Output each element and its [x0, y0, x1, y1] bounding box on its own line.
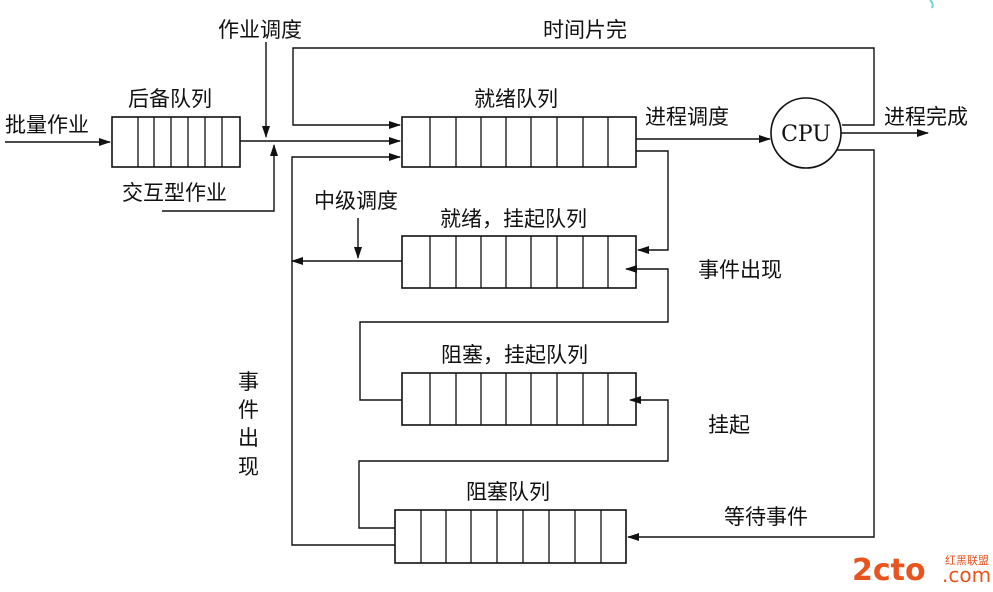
cpu-node: CPU — [770, 97, 842, 169]
ready-queue — [401, 116, 637, 168]
connectors — [5, 42, 929, 546]
svg-text:事: 事 — [238, 370, 259, 394]
process-scheduling-label: 进程调度 — [645, 105, 729, 129]
corner-accent — [929, 0, 934, 9]
backup-queue-label: 后备队列 — [128, 87, 212, 111]
blocked-queue-label: 阻塞队列 — [466, 480, 550, 504]
time-slice-label: 时间片完 — [543, 18, 627, 42]
svg-text:出: 出 — [238, 426, 259, 450]
event-occurs-right-label: 事件出现 — [698, 258, 782, 282]
svg-text:现: 现 — [238, 455, 259, 479]
wait-event-label: 等待事件 — [724, 505, 808, 529]
ready-suspended-queue — [401, 235, 637, 289]
medium-scheduling-label: 中级调度 — [314, 189, 398, 213]
watermark-brand: 红黑联盟 — [945, 554, 989, 567]
suspend-ready-arrow — [636, 150, 669, 254]
wait-event-arrow — [627, 149, 875, 541]
blocked-suspended-label: 阻塞，挂起队列 — [441, 343, 588, 367]
event-occurs-right-arrow — [359, 265, 669, 401]
time-slice-arrow — [292, 47, 875, 129]
backup-queue — [111, 116, 241, 168]
cpu-label: CPU — [781, 122, 831, 147]
ready-suspended-label: 就绪，挂起队列 — [440, 207, 587, 231]
svg-text:件: 件 — [238, 398, 259, 422]
event-occurs-left-arrow — [291, 153, 401, 546]
suspend-label: 挂起 — [708, 413, 750, 437]
watermark-logo: 2cto — [852, 553, 926, 588]
watermark: 2cto 红黑联盟 .com — [852, 553, 991, 588]
job-scheduling-label: 作业调度 — [218, 18, 302, 42]
interactive-jobs-arrow — [162, 144, 278, 212]
blocked-queue — [394, 509, 627, 564]
ready-queue-label: 就绪队列 — [474, 87, 558, 111]
process-done-label: 进程完成 — [884, 105, 968, 129]
event-occurs-vertical-label: 事 件 出 现 — [238, 370, 259, 479]
watermark-domain: .com — [942, 563, 991, 587]
suspend-blocked-arrow — [358, 396, 669, 529]
interactive-jobs-label: 交互型作业 — [122, 181, 227, 205]
blocked-suspended-queue — [401, 372, 637, 426]
batch-jobs-label: 批量作业 — [5, 113, 89, 137]
